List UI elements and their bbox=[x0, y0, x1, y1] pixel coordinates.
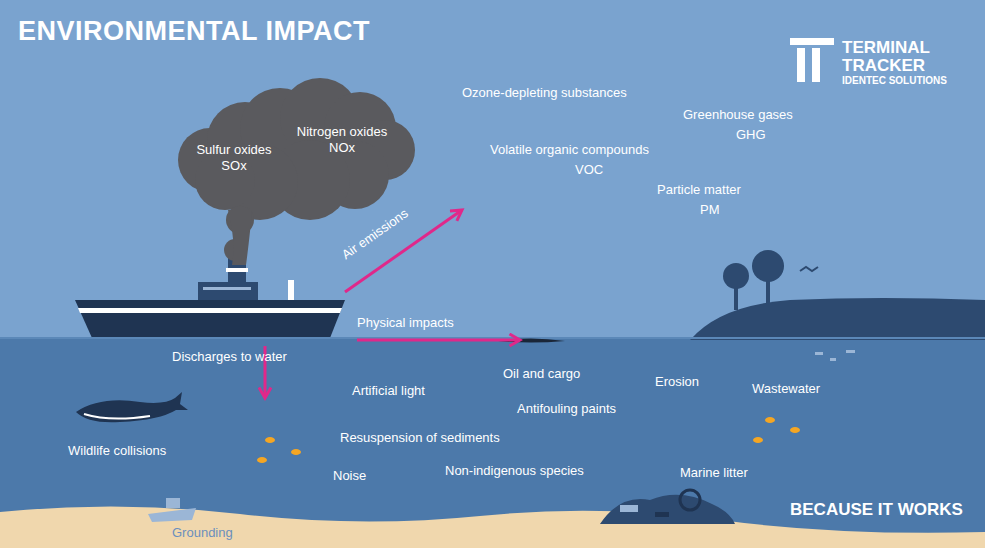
emission-label: VOC bbox=[575, 163, 603, 178]
emission-label: GHG bbox=[736, 128, 766, 143]
impact-label: Oil and cargo bbox=[503, 367, 580, 382]
emission-label: Particle matter bbox=[657, 183, 741, 198]
emission-label: Greenhouse gases bbox=[683, 108, 793, 123]
impact-label: Noise bbox=[333, 469, 366, 484]
logo-text: TRACKER bbox=[842, 56, 925, 76]
title: ENVIRONMENTAL IMPACT bbox=[18, 16, 370, 47]
impact-label: Artificial light bbox=[352, 384, 425, 399]
emission-text: Sulfur oxides SOx bbox=[184, 142, 284, 175]
smoke-cloud: Sulfur oxides SOxNitrogen oxides NOx bbox=[170, 70, 440, 270]
impact-label: Non-indigenous species bbox=[445, 464, 584, 479]
impact-label: Wastewater bbox=[752, 382, 820, 397]
impact-label: Wildlife collisions bbox=[68, 444, 166, 459]
impact-label: Erosion bbox=[655, 375, 699, 390]
impact-label: Antifouling paints bbox=[517, 402, 616, 417]
cloud-shape bbox=[170, 70, 440, 270]
logo-text: TERMINAL bbox=[842, 38, 930, 58]
impact-label: Marine litter bbox=[680, 466, 748, 481]
emission-label: PM bbox=[700, 203, 720, 218]
logo-text: IDENTEC SOLUTIONS bbox=[842, 75, 947, 87]
emission-text: Nitrogen oxides NOx bbox=[286, 124, 398, 157]
arrow-label: Discharges to water bbox=[172, 350, 287, 365]
emission-label: Ozone-depleting substances bbox=[462, 86, 627, 101]
arrow-label: Physical impacts bbox=[357, 316, 454, 331]
slogan: BECAUSE IT WORKS bbox=[790, 500, 963, 520]
impact-label: Grounding bbox=[172, 526, 233, 541]
emission-label: Volatile organic compounds bbox=[490, 143, 649, 158]
impact-label: Resuspension of sediments bbox=[340, 431, 500, 446]
